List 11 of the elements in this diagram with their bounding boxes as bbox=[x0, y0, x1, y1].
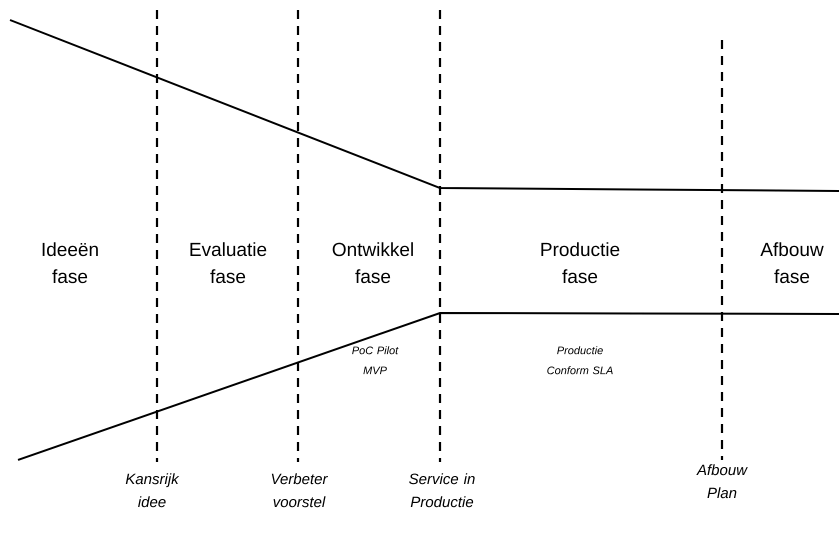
deliverable-list: PoC Pilot MVP bbox=[352, 346, 399, 374]
phase-label: Afbouw fase bbox=[760, 242, 824, 284]
deliverable-list: Productie Conform SLA bbox=[547, 346, 613, 374]
milestone-label: Verbeter voorstel bbox=[272, 473, 328, 508]
milestone-label: Kansrijk idee bbox=[126, 473, 180, 508]
milestone-label: Service in Productie bbox=[409, 473, 475, 508]
milestone-label: Afbouw Plan bbox=[696, 464, 748, 498]
phase-label: Productie fase bbox=[541, 242, 620, 284]
phase-label: Ontwikkel fase bbox=[332, 242, 413, 284]
phase-label: Ideeën fase bbox=[42, 242, 98, 284]
phase-label: Evaluatie fase bbox=[190, 242, 266, 284]
